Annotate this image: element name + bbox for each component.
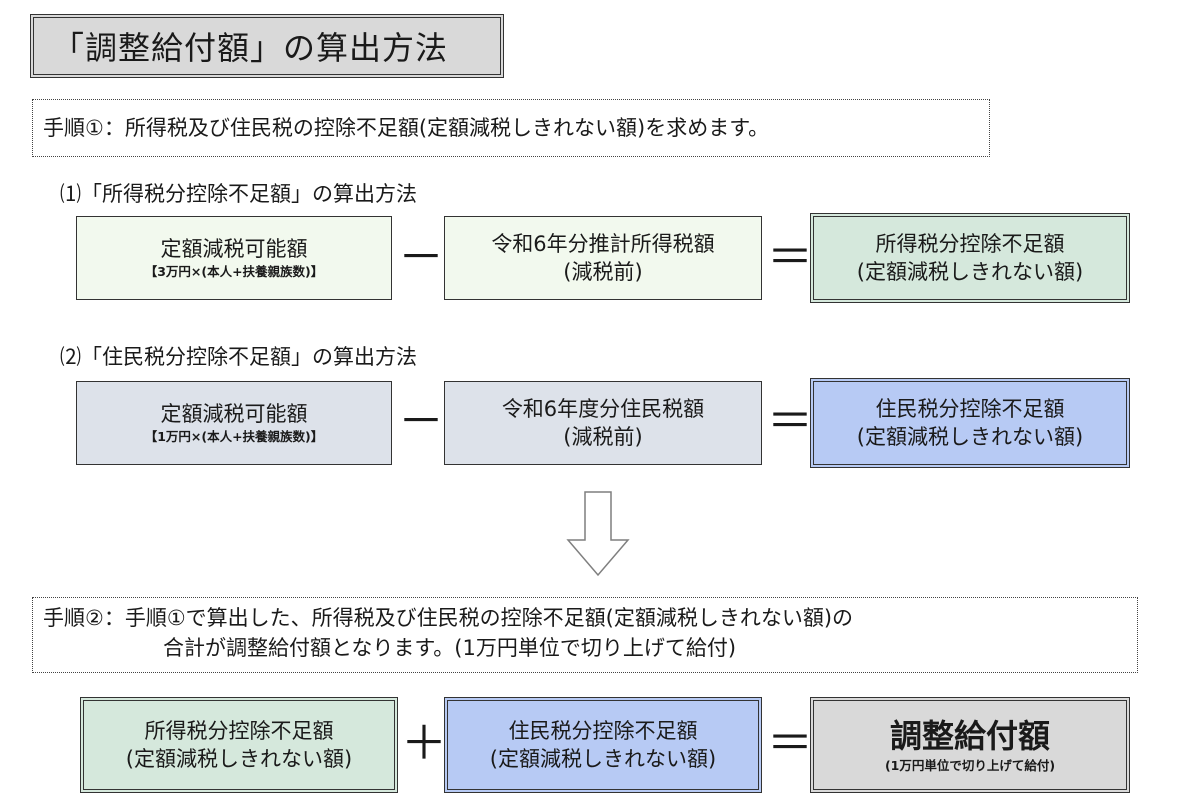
section2-heading: ⑵「住民税分控除不足額」の算出方法 — [60, 345, 417, 369]
section1-box-a-line2: 【3万円×(本人+扶養親族数)】 — [144, 264, 324, 279]
section2-box-c-line1: 住民税分控除不足額 — [875, 397, 1065, 421]
page-title: 「調整給付額」の算出方法 — [30, 14, 504, 78]
step1-box: 手順①：所得税及び住民税の控除不足額(定額減税しきれない額)を求めます。 — [32, 99, 990, 157]
section1-box-b-line2: (減税前) — [563, 260, 643, 284]
result-plus-sign: ＋ — [401, 716, 447, 770]
section1-box-c-line2: (定額減税しきれない額) — [856, 260, 1084, 284]
result-box-c-line1: 調整給付額 — [889, 717, 1050, 755]
section1-shortfall-box: 所得税分控除不足額 (定額減税しきれない額) — [810, 213, 1130, 303]
result-box-b-line2: (定額減税しきれない額) — [489, 747, 717, 771]
section2-minus-sign: － — [398, 394, 444, 448]
section1-possible-reduction-box: 定額減税可能額 【3万円×(本人+扶養親族数)】 — [76, 216, 392, 300]
result-equals-sign: ＝ — [767, 716, 813, 770]
section2-box-c-line2: (定額減税しきれない額) — [856, 425, 1084, 449]
result-box-a-line2: (定額減税しきれない額) — [125, 747, 353, 771]
step2-line1: 手順②：手順①で算出した、所得税及び住民税の控除不足額(定額減税しきれない額)の — [43, 606, 854, 630]
result-resident-tax-shortfall-box: 住民税分控除不足額 (定額減税しきれない額) — [444, 697, 762, 793]
result-income-tax-shortfall-box: 所得税分控除不足額 (定額減税しきれない額) — [80, 697, 398, 793]
section2-box-a-line2: 【1万円×(本人+扶養親族数)】 — [144, 429, 324, 444]
section2-box-a-line1: 定額減税可能額 — [160, 402, 308, 426]
step1-text: 手順①：所得税及び住民税の控除不足額(定額減税しきれない額)を求めます。 — [43, 116, 770, 140]
section2-equals-sign: ＝ — [767, 394, 813, 448]
section1-box-c-line1: 所得税分控除不足額 — [875, 232, 1065, 256]
section1-minus-sign: － — [398, 230, 444, 284]
step2-line2: 合計が調整給付額となります。(1万円単位で切り上げて給付) — [163, 636, 737, 660]
down-arrow-icon — [566, 491, 630, 577]
section2-resident-tax-box: 令和6年度分住民税額 (減税前) — [444, 381, 762, 465]
section2-possible-reduction-box: 定額減税可能額 【1万円×(本人+扶養親族数)】 — [76, 381, 392, 465]
section1-equals-sign: ＝ — [767, 230, 813, 284]
section1-box-a-line1: 定額減税可能額 — [160, 237, 308, 261]
step2-box: 手順②：手順①で算出した、所得税及び住民税の控除不足額(定額減税しきれない額)の… — [32, 597, 1138, 673]
section2-shortfall-box: 住民税分控除不足額 (定額減税しきれない額) — [810, 378, 1130, 468]
section2-box-b-line1: 令和6年度分住民税額 — [501, 397, 705, 421]
section1-heading: ⑴「所得税分控除不足額」の算出方法 — [60, 182, 417, 206]
section2-box-b-line2: (減税前) — [563, 425, 643, 449]
result-box-a-line1: 所得税分控除不足額 — [144, 719, 334, 743]
section1-box-b-line1: 令和6年分推計所得税額 — [491, 232, 715, 256]
result-box-b-line1: 住民税分控除不足額 — [508, 719, 698, 743]
adjustment-benefit-box: 調整給付額 (1万円単位で切り上げて給付) — [810, 697, 1130, 793]
section1-estimated-tax-box: 令和6年分推計所得税額 (減税前) — [444, 216, 762, 300]
result-box-c-line2: (1万円単位で切り上げて給付) — [884, 758, 1056, 773]
